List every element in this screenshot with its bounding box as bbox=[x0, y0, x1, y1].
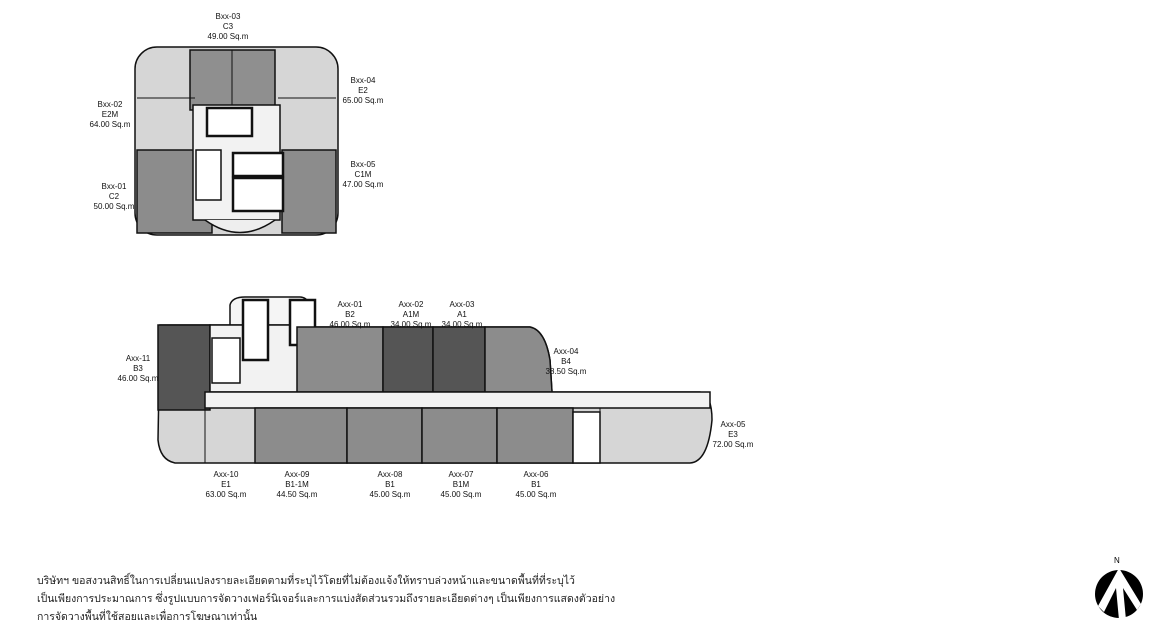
unit-axx-08 bbox=[346, 407, 423, 464]
lift-upper bbox=[231, 151, 285, 178]
stair-lower bbox=[211, 337, 241, 384]
unit-axx-06 bbox=[496, 407, 574, 464]
north-arrow-icon bbox=[1095, 568, 1143, 620]
north-label: N bbox=[1114, 556, 1120, 565]
lower-floor-plan bbox=[157, 296, 713, 464]
upper-entrance bbox=[204, 219, 276, 234]
unit-axx-03 bbox=[432, 326, 486, 393]
lift-lower bbox=[241, 298, 270, 362]
unit-axx-04 bbox=[484, 326, 553, 393]
service-room bbox=[195, 149, 222, 201]
unit-bxx-05 bbox=[281, 149, 337, 234]
unit-axx-09 bbox=[254, 407, 348, 464]
disclaimer-line: บริษัทฯ ขอสงวนสิทธิ์ในการเปลี่ยนแปลงรายล… bbox=[37, 575, 575, 587]
unit-axx-01 bbox=[296, 326, 384, 393]
stair-upper-2 bbox=[231, 176, 285, 213]
stair-upper bbox=[205, 106, 254, 138]
disclaimer: บริษัทฯ ขอสงวนสิทธิ์ในการเปลี่ยนแปลงรายล… bbox=[37, 572, 615, 626]
disclaimer-line: การจัดวางพื้นที่ใช้สอยและเพื่อการโฆษณาเท… bbox=[37, 611, 258, 623]
stair-east bbox=[572, 411, 601, 464]
upper-floor-plan bbox=[134, 46, 339, 236]
north-compass: N bbox=[1092, 556, 1146, 620]
unit-axx-02 bbox=[382, 326, 434, 393]
unit-axx-11 bbox=[157, 324, 211, 411]
corridor bbox=[204, 391, 711, 409]
unit-axx-07 bbox=[421, 407, 498, 464]
disclaimer-line: เป็นเพียงการประมาณการ ซึ่งรูปแบบการจัดวา… bbox=[37, 593, 616, 605]
